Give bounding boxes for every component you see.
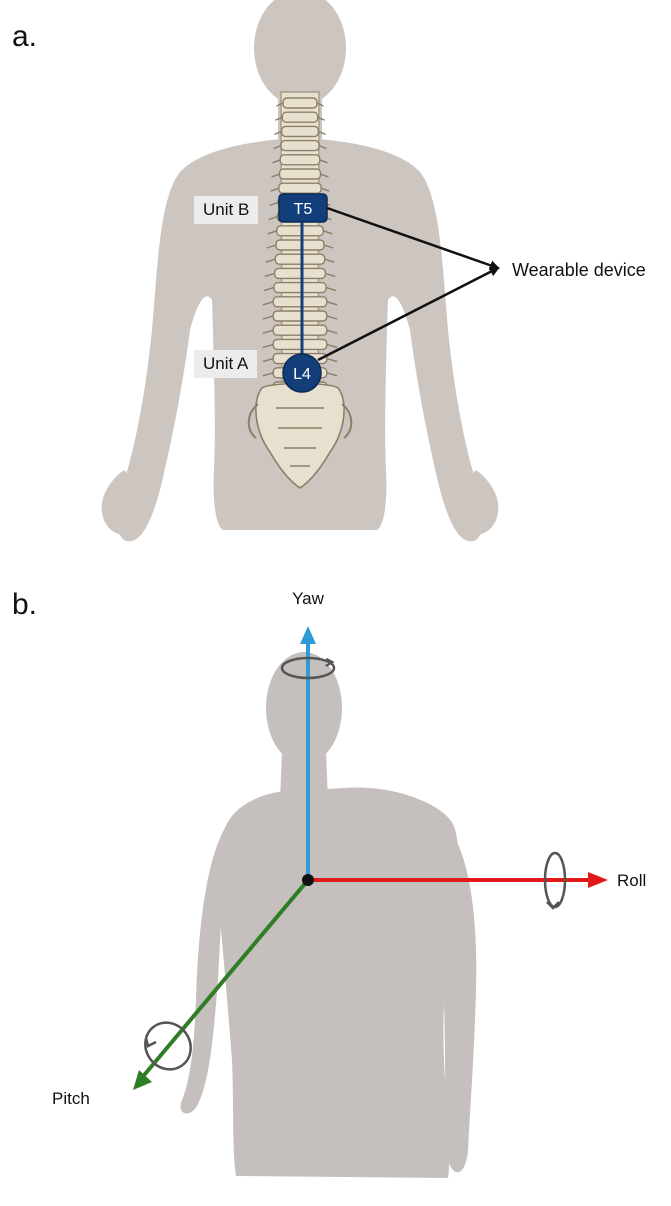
vertebra bbox=[281, 141, 319, 151]
vertebra bbox=[273, 325, 327, 335]
vertebra bbox=[282, 126, 319, 136]
sensor-l4-label: L4 bbox=[293, 366, 311, 383]
sensor-t5: T5 bbox=[279, 194, 327, 222]
sensor-l4: L4 bbox=[283, 354, 321, 392]
sensor-t5-label: T5 bbox=[294, 201, 313, 218]
unit-a-label: Unit A bbox=[194, 350, 257, 378]
roll-label: Roll bbox=[617, 871, 646, 890]
vertebra bbox=[273, 297, 327, 307]
vertebra bbox=[283, 98, 317, 108]
vertebra bbox=[282, 112, 317, 122]
vertebra bbox=[276, 240, 324, 250]
vertebra bbox=[275, 254, 324, 264]
pitch-label: Pitch bbox=[52, 1089, 90, 1108]
vertebra bbox=[279, 183, 321, 193]
vertebra bbox=[280, 155, 320, 165]
vertebra bbox=[274, 283, 326, 293]
vertebra bbox=[273, 339, 327, 349]
body-silhouette-front bbox=[181, 652, 477, 1178]
vertebra bbox=[273, 311, 327, 321]
vertebra bbox=[280, 169, 321, 179]
yaw-label: Yaw bbox=[292, 589, 325, 608]
axes-origin bbox=[302, 874, 314, 886]
vertebra bbox=[275, 268, 326, 278]
vertebra bbox=[277, 226, 324, 236]
unit-b-label: Unit B bbox=[194, 196, 258, 224]
wearable-device-label: Wearable device bbox=[512, 260, 646, 280]
